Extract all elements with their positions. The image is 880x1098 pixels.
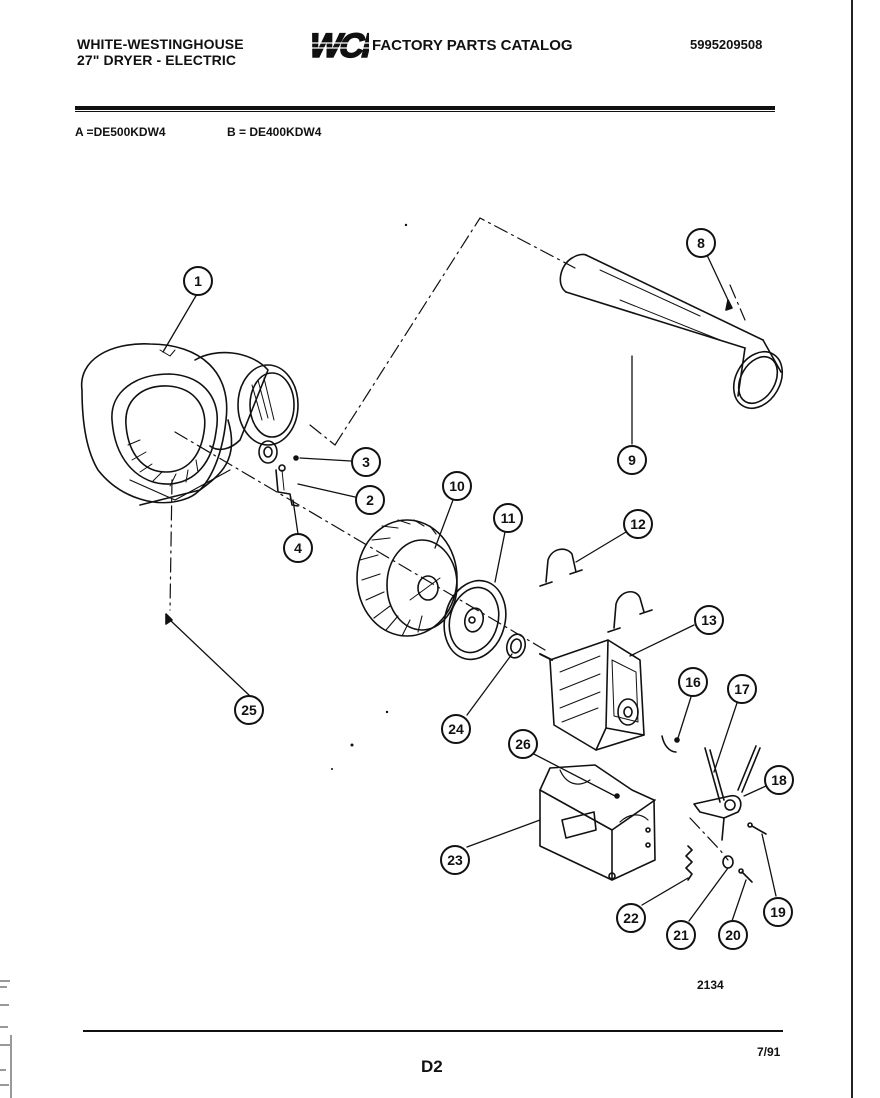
logo-text: WCI <box>307 27 369 63</box>
idler-assembly <box>693 745 761 841</box>
callout-1: 1 <box>194 273 202 289</box>
page-date: 7/91 <box>757 1045 781 1059</box>
catalog-number: 5995209508 <box>690 37 763 52</box>
callout-circles <box>183 228 794 950</box>
wci-logo: WCI <box>307 27 369 63</box>
header-rule <box>75 106 775 110</box>
callout-numbers: 1 2 3 4 8 9 10 11 12 13 16 17 18 19 20 2… <box>194 235 787 943</box>
centerlines <box>169 217 746 861</box>
model-a: A =DE500KDW4 <box>75 125 166 139</box>
motor-clip-13 <box>607 591 653 633</box>
screw-19 <box>747 822 767 835</box>
blower-wheel <box>356 519 458 637</box>
brand-block: WHITE-WESTINGHOUSE 27" DRYER - ELECTRIC <box>77 36 244 68</box>
callout-13: 13 <box>701 612 717 628</box>
callout-10: 10 <box>449 478 465 494</box>
footer-rule <box>83 1030 783 1032</box>
callout-22: 22 <box>623 910 639 926</box>
callout-4: 4 <box>294 540 302 556</box>
callout-24: 24 <box>448 721 464 737</box>
clamp-ring <box>258 440 299 464</box>
callout-21: 21 <box>673 927 689 943</box>
callout-9: 9 <box>628 452 636 468</box>
leader-lines <box>162 254 777 922</box>
motor-mount <box>539 764 656 881</box>
callout-20: 20 <box>725 927 741 943</box>
page-code: D2 <box>421 1057 443 1076</box>
product-type: 27" DRYER - ELECTRIC <box>77 52 237 68</box>
motor <box>539 639 645 751</box>
spring-22 <box>685 845 693 881</box>
callout-26: 26 <box>515 736 531 752</box>
callout-18: 18 <box>771 772 787 788</box>
model-b: B = DE400KDW4 <box>227 125 322 139</box>
callout-12: 12 <box>630 516 646 532</box>
screw-25 <box>165 613 173 625</box>
screw-8 <box>725 299 733 311</box>
washer <box>505 633 527 659</box>
page-edge-line <box>851 0 853 1098</box>
wire-clip <box>661 735 680 753</box>
callout-19: 19 <box>770 904 786 920</box>
callout-8: 8 <box>697 235 705 251</box>
catalog-title: FACTORY PARTS CATALOG <box>372 37 573 54</box>
header-rule-thin <box>75 111 775 112</box>
scan-edge-marks <box>0 980 12 1098</box>
nut-21 <box>722 855 734 869</box>
brand-name: WHITE-WESTINGHOUSE <box>77 36 244 52</box>
exhaust-duct <box>559 253 784 410</box>
callout-23: 23 <box>447 852 463 868</box>
callout-2: 2 <box>366 492 374 508</box>
callout-16: 16 <box>685 674 701 690</box>
callout-3: 3 <box>362 454 370 470</box>
diagram-number: 2134 <box>697 978 724 992</box>
bracket <box>275 464 299 507</box>
blower-housing <box>80 343 299 506</box>
motor-clip-12 <box>539 548 583 587</box>
screw-20 <box>738 868 753 883</box>
callout-25: 25 <box>241 702 257 718</box>
specks <box>331 223 408 770</box>
seal-gasket <box>443 579 507 661</box>
callout-17: 17 <box>734 681 750 697</box>
callout-11: 11 <box>501 510 516 526</box>
